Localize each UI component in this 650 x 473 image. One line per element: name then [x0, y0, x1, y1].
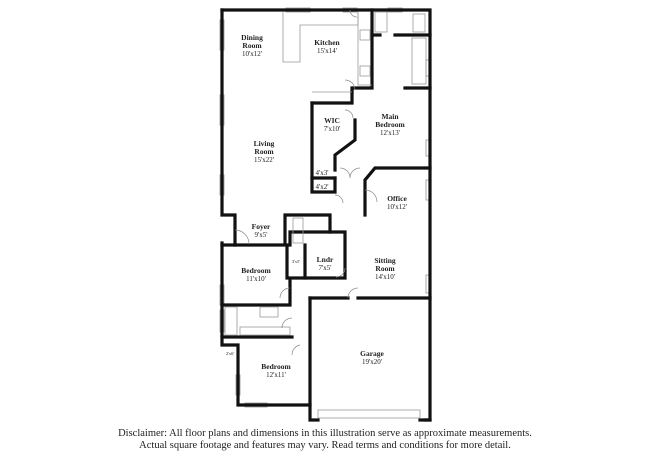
room-labels: Dining Room 10'x12' Kitchen 15'x14' Livi… [226, 33, 408, 379]
room-name-main-bedroom: Main [381, 112, 399, 121]
room-size-laundry: 7'x5' [318, 264, 331, 272]
room-name-laundry: Lndr [317, 255, 334, 264]
room-size-foyer: 9'x5' [254, 231, 267, 239]
room-size-garage: 19'x20' [362, 358, 382, 366]
room-size-living: 15'x22' [254, 156, 274, 164]
room-size-dining: 10'x12' [242, 50, 262, 58]
room-name-sitting-2: Room [375, 264, 395, 273]
room-name-living: Living [254, 139, 275, 148]
room-size-office: 10'x12' [387, 203, 407, 211]
room-name-living-2: Room [254, 147, 274, 156]
doors [234, 9, 378, 356]
room-size-kitchen: 15'x14' [317, 47, 337, 55]
disclaimer-line-2: Actual square footage and features may v… [139, 440, 511, 451]
room-name-main-bedroom-2: Bedroom [375, 120, 405, 129]
room-name-dining-2: Room [242, 41, 262, 50]
room-size-sitting: 14'x10' [375, 273, 395, 281]
room-size-closet-a: 4'x3' [315, 169, 328, 177]
fixtures [224, 11, 427, 419]
room-size-bedroom-2: 12'x11' [266, 371, 286, 379]
room-name-office: Office [387, 194, 407, 203]
room-name-bedroom-2: Bedroom [261, 362, 291, 371]
room-name-kitchen: Kitchen [314, 38, 340, 47]
room-size-closet-b: 4'x2' [315, 183, 328, 191]
room-size-linen: 3'x5' [292, 259, 301, 264]
room-name-dining: Dining [241, 33, 263, 42]
disclaimer-line-1: Disclaimer: All floor plans and dimensio… [118, 428, 532, 439]
room-name-foyer: Foyer [252, 222, 271, 231]
room-size-wic: 7'x10' [324, 125, 341, 133]
room-size-closet-c: 2'x6' [226, 351, 235, 356]
room-name-bedroom-1: Bedroom [241, 266, 271, 275]
room-name-sitting: Sitting [374, 256, 396, 265]
room-name-wic: WIC [324, 116, 340, 125]
walls [220, 8, 432, 422]
room-size-main-bedroom: 12'x13' [380, 129, 400, 137]
room-size-bedroom-1: 11'x10' [246, 275, 266, 283]
room-name-garage: Garage [360, 349, 384, 358]
